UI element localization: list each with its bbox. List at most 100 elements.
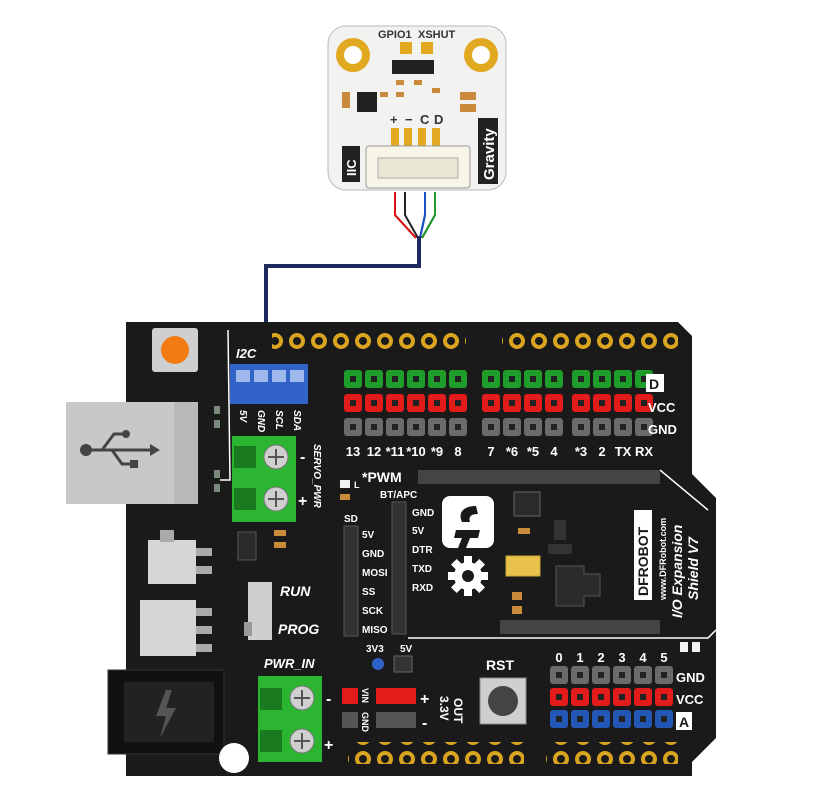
bt-pin-dtr: DTR <box>412 545 433 556</box>
digital-pin-number: 13 <box>346 444 360 459</box>
pin-hole <box>577 672 583 678</box>
row-d-label: D <box>649 376 659 392</box>
digital-pin-number: *11 <box>386 444 405 459</box>
sensor-module: GPIO1 XSHUT + − C D IIC Gravi <box>327 25 507 191</box>
jumper-3v3[interactable] <box>372 658 384 670</box>
sd-header[interactable] <box>343 525 359 637</box>
out-header-vcc[interactable] <box>376 688 416 704</box>
pin-hole <box>578 376 584 382</box>
out-label: OUT <box>451 698 465 724</box>
i2c-pin-scl: SCL <box>273 410 284 430</box>
pin-hole <box>578 424 584 430</box>
digital-pin-number: 12 <box>367 444 381 459</box>
pin-hole <box>598 672 604 678</box>
pin-hole <box>619 672 625 678</box>
pin-hole <box>640 672 646 678</box>
pin-hole <box>509 400 515 406</box>
digital-header[interactable] <box>344 370 653 436</box>
gpio-pad-label: GPIO1 <box>378 29 412 41</box>
sd-pin-sck: SCK <box>362 606 384 617</box>
bottom-header-right <box>546 742 678 764</box>
sd-pin-miso: MISO <box>362 625 388 636</box>
pin-hole <box>556 672 562 678</box>
pin-hole <box>530 376 536 382</box>
bt-apc-title: BT/APC <box>380 490 417 501</box>
digital-pin-number: *9 <box>431 444 443 459</box>
sensor-pin-minus: − <box>405 112 413 127</box>
pin-hole <box>530 424 536 430</box>
gear-icon <box>448 556 488 596</box>
jumper-5v[interactable] <box>393 655 413 673</box>
inner-header-bottom <box>500 620 660 634</box>
bt-pin-gnd: GND <box>412 508 434 519</box>
bt-apc-header[interactable] <box>391 501 407 635</box>
pin-hole <box>598 694 604 700</box>
pin-hole <box>455 424 461 430</box>
pin-hole <box>551 376 557 382</box>
servo-pwr-label: SERVO_PWR <box>311 444 322 509</box>
pwr-in-label: PWR_IN <box>264 656 315 671</box>
pin-hole <box>620 376 626 382</box>
analog-pin-number: 5 <box>660 650 667 665</box>
pin-hole <box>509 376 515 382</box>
analog-gnd-label: GND <box>676 670 705 685</box>
reset-button[interactable] <box>479 677 527 725</box>
sensor-side-iic: IIC <box>344 159 359 176</box>
servo-minus: - <box>300 449 305 466</box>
rst-label: RST <box>486 657 514 673</box>
analog-header[interactable] <box>550 666 673 728</box>
power-in-terminal[interactable] <box>258 676 322 762</box>
run-label: RUN <box>280 583 311 599</box>
analog-pin-number: 3 <box>618 650 625 665</box>
pin-hole <box>413 376 419 382</box>
pin-hole <box>619 694 625 700</box>
analog-pin-number: 2 <box>597 650 604 665</box>
analog-a-label: A <box>679 714 689 730</box>
gnd-label: GND <box>360 712 370 733</box>
pin-hole <box>392 400 398 406</box>
pin-hole <box>556 694 562 700</box>
out-33v-label: 3.3V <box>437 696 451 721</box>
analog-vcc-label: VCC <box>676 692 704 707</box>
bt-pin-rxd: RXD <box>412 583 433 594</box>
xshut-pad-label: XSHUT <box>418 29 456 41</box>
pin-hole <box>413 424 419 430</box>
pin-hole <box>641 400 647 406</box>
pin-hole <box>640 694 646 700</box>
pin-hole <box>620 424 626 430</box>
out-header-gnd[interactable] <box>376 712 416 728</box>
pin-hole <box>455 376 461 382</box>
vin-pin[interactable] <box>342 688 358 704</box>
pwm-note: *PWM <box>362 469 402 485</box>
sensor-side-gravity: Gravity <box>481 128 498 180</box>
analog-pin-number: 4 <box>639 650 647 665</box>
out-plus: + <box>420 691 429 708</box>
sd-title: SD <box>344 514 358 525</box>
pin-hole <box>598 716 604 722</box>
pin-hole <box>350 400 356 406</box>
gnd-pin[interactable] <box>342 712 358 728</box>
top-header-right <box>502 333 678 355</box>
pin-hole <box>371 376 377 382</box>
digital-pin-number: *5 <box>527 444 539 459</box>
inner-header-top <box>418 470 660 484</box>
pin-hole <box>371 400 377 406</box>
pwr-minus: - <box>326 691 331 708</box>
pin-hole <box>455 400 461 406</box>
servo-power-terminal[interactable] <box>232 436 296 522</box>
i2c-header[interactable] <box>230 364 308 404</box>
sensor-pin-d: D <box>434 112 443 127</box>
pwr-plus: + <box>324 737 333 754</box>
digital-pin-number: 7 <box>487 444 494 459</box>
pin-hole <box>392 376 398 382</box>
i2c-title: I2C <box>236 346 257 361</box>
pin-hole <box>488 376 494 382</box>
pin-hole <box>530 400 536 406</box>
power-bolt-icon <box>156 690 176 738</box>
digital-pin-number: 8 <box>454 444 461 459</box>
brand-logo: DFROBOT <box>635 526 651 596</box>
pin-hole <box>599 376 605 382</box>
pin-hole <box>488 424 494 430</box>
top-header-left <box>272 333 466 355</box>
pin-hole <box>661 694 667 700</box>
